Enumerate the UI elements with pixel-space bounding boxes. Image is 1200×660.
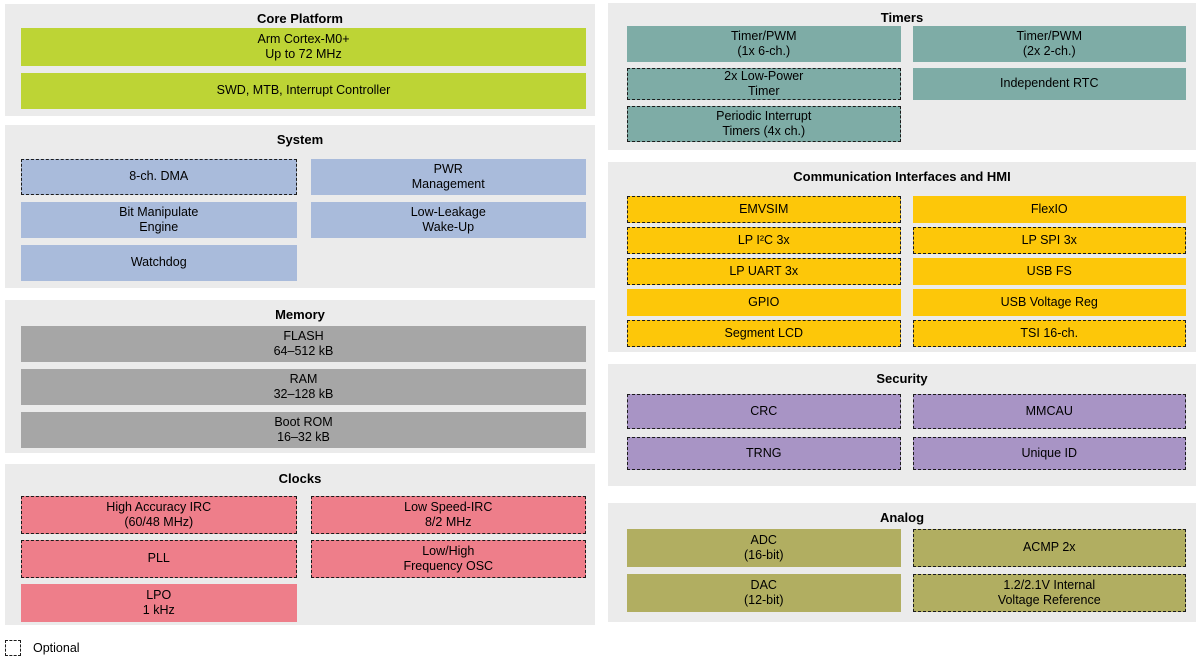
block-adc: ADC (16-bit) [627, 529, 901, 567]
section-analog: Analog ADC (16-bit) ACMP 2x DAC (12-bit)… [608, 503, 1196, 622]
block-arm-cortex-m0plus: Arm Cortex-M0+ Up to 72 MHz [21, 28, 586, 66]
timers-grid: Timer/PWM (1x 6-ch.) Timer/PWM (2x 2-ch.… [608, 26, 1196, 142]
block-usb-fs: USB FS [912, 258, 1186, 285]
security-grid: CRC MMCAU TRNG Unique ID [608, 394, 1196, 470]
block-timer-pwm-2x2ch: Timer/PWM (2x 2-ch.) [912, 26, 1186, 62]
block-flexio: FlexIO [912, 196, 1186, 223]
block-boot-rom: Boot ROM 16–32 kB [21, 412, 586, 448]
block-8ch-dma: 8-ch. DMA [21, 159, 297, 195]
block-lp-spi: LP SPI 3x [912, 227, 1186, 254]
block-tsi: TSI 16-ch. [912, 320, 1186, 347]
section-title-timers: Timers [880, 10, 924, 25]
block-dac: DAC (12-bit) [627, 574, 901, 612]
block-trng: TRNG [627, 437, 901, 470]
section-title-core-platform: Core Platform [257, 11, 343, 26]
section-timers: Timers Timer/PWM (1x 6-ch.) Timer/PWM (2… [608, 3, 1196, 150]
core-platform-grid: Arm Cortex-M0+ Up to 72 MHz SWD, MTB, In… [5, 28, 595, 109]
legend-optional: Optional [5, 640, 80, 656]
block-high-accuracy-irc: High Accuracy IRC (60/48 MHz) [21, 496, 297, 534]
block-pll: PLL [21, 540, 297, 578]
block-low-power-timer: 2x Low-Power Timer [627, 68, 901, 100]
block-lp-i2c: LP I²C 3x [627, 227, 901, 254]
section-title-security: Security [876, 371, 928, 386]
block-emvsim: EMVSIM [627, 196, 901, 223]
empty-cell [311, 245, 587, 281]
empty-cell [913, 106, 1187, 142]
section-security: Security CRC MMCAU TRNG Unique ID [608, 364, 1196, 486]
block-gpio: GPIO [627, 289, 901, 316]
communication-grid: EMVSIM FlexIO LP I²C 3x LP SPI 3x LP UAR… [608, 196, 1196, 347]
analog-grid: ADC (16-bit) ACMP 2x DAC (12-bit) 1.2/2.… [608, 529, 1196, 612]
empty-cell [311, 584, 587, 622]
block-flash: FLASH 64–512 kB [21, 326, 586, 362]
block-internal-voltage-reference: 1.2/2.1V Internal Voltage Reference [912, 574, 1186, 612]
block-swd-mtb-interrupt-controller: SWD, MTB, Interrupt Controller [21, 73, 586, 109]
block-usb-voltage-reg: USB Voltage Reg [912, 289, 1186, 316]
block-unique-id: Unique ID [912, 437, 1186, 470]
section-memory: Memory FLASH 64–512 kB RAM 32–128 kB Boo… [5, 300, 595, 453]
block-low-speed-irc: Low Speed-IRC 8/2 MHz [310, 496, 586, 534]
block-low-high-frequency-osc: Low/High Frequency OSC [310, 540, 586, 578]
block-lp-uart: LP UART 3x [627, 258, 901, 285]
block-ram: RAM 32–128 kB [21, 369, 586, 405]
section-title-system: System [276, 132, 324, 147]
block-segment-lcd: Segment LCD [627, 320, 901, 347]
section-title-analog: Analog [879, 510, 925, 525]
block-low-leakage-wakeup: Low-Leakage Wake-Up [310, 202, 586, 238]
block-periodic-interrupt-timers: Periodic Interrupt Timers (4x ch.) [627, 106, 901, 142]
clocks-grid: High Accuracy IRC (60/48 MHz) Low Speed-… [5, 496, 595, 622]
section-clocks: Clocks High Accuracy IRC (60/48 MHz) Low… [5, 464, 595, 625]
block-mmcau: MMCAU [912, 394, 1186, 429]
section-communication-hmi: Communication Interfaces and HMI EMVSIM … [608, 162, 1196, 352]
block-timer-pwm-1x6ch: Timer/PWM (1x 6-ch.) [627, 26, 901, 62]
block-crc: CRC [627, 394, 901, 429]
section-system: System 8-ch. DMA PWR Management Bit Mani… [5, 125, 595, 288]
optional-dashed-swatch-icon [5, 640, 21, 656]
block-independent-rtc: Independent RTC [912, 68, 1186, 100]
block-pwr-management: PWR Management [310, 159, 586, 195]
memory-grid: FLASH 64–512 kB RAM 32–128 kB Boot ROM 1… [5, 326, 595, 448]
section-title-communication-hmi: Communication Interfaces and HMI [793, 169, 1011, 184]
section-title-memory: Memory [275, 307, 325, 322]
block-acmp: ACMP 2x [912, 529, 1186, 567]
block-lpo: LPO 1 kHz [21, 584, 297, 622]
block-bit-manipulate-engine: Bit Manipulate Engine [21, 202, 297, 238]
legend-optional-label: Optional [33, 641, 80, 655]
system-grid: 8-ch. DMA PWR Management Bit Manipulate … [5, 159, 595, 281]
section-core-platform: Core Platform Arm Cortex-M0+ Up to 72 MH… [5, 4, 595, 116]
block-watchdog: Watchdog [21, 245, 297, 281]
section-title-clocks: Clocks [278, 471, 322, 486]
